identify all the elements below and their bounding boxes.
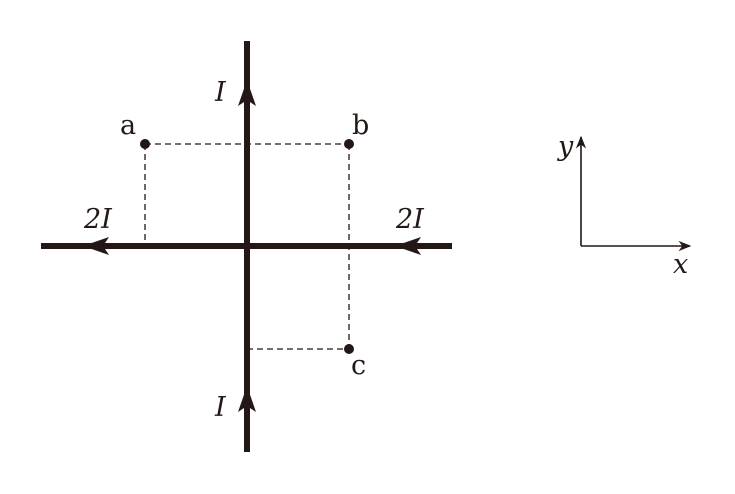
current-label-right: 2I [395, 204, 425, 235]
point-b [344, 139, 354, 149]
point-a [140, 139, 150, 149]
point-label-c: c [351, 350, 366, 381]
point-c [344, 344, 354, 354]
x-axis-label: x [673, 249, 688, 280]
y-axis-label: y [557, 131, 574, 162]
arrow-left-right-icon [395, 237, 421, 255]
current-label-left: 2I [83, 204, 113, 235]
arrow-up-top-icon [238, 80, 256, 106]
current-label-bottom: I [214, 392, 227, 423]
current-label-top: I [214, 77, 227, 108]
arrow-left-left-icon [83, 237, 109, 255]
point-label-a: a [120, 110, 136, 141]
arrow-up-bottom-icon [238, 386, 256, 412]
point-label-b: b [352, 110, 369, 141]
coordinate-axes: y x [557, 131, 692, 280]
